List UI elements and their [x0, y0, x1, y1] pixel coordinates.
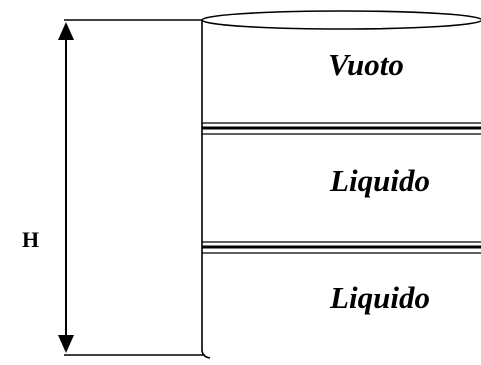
layer-separator-1 [202, 122, 481, 135]
layer-separator-2 [202, 241, 481, 254]
height-label: H [22, 227, 40, 252]
tank-bottom-curve [201, 350, 211, 359]
layer-label-vuoto: Vuoto [328, 47, 404, 82]
tank-top-ellipse [201, 10, 481, 30]
height-dimension-arrow [58, 22, 74, 353]
layer-label-liquido-bottom: Liquido [330, 280, 430, 315]
layer-label-liquido-middle: Liquido [330, 163, 430, 198]
